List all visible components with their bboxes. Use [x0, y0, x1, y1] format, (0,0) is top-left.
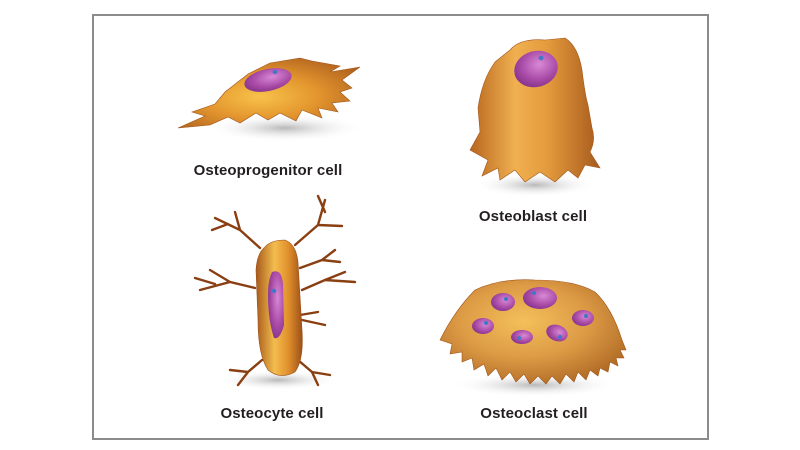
osteoblast-cell-icon	[469, 37, 601, 197]
osteoclast-cell-icon	[439, 279, 627, 397]
osteoclast-label: Osteoclast cell	[480, 405, 588, 422]
osteoblast-label: Osteoblast cell	[478, 208, 588, 225]
osteocyte-label: Osteocyte cell	[220, 405, 324, 422]
osteoprogenitor-cell-icon	[177, 57, 365, 142]
osteocyte-cell-icon	[193, 194, 357, 390]
osteoprogenitor-label: Osteoprogenitor cell	[193, 162, 343, 179]
nuclei	[472, 287, 594, 344]
